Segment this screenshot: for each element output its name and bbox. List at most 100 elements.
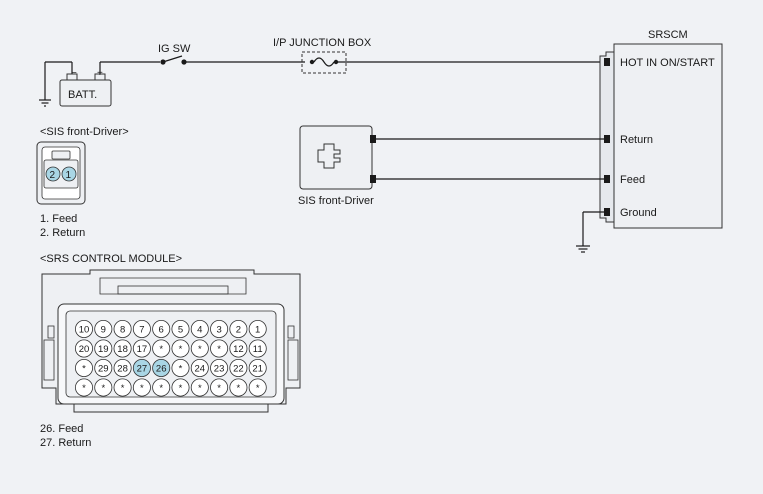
battery-ground-symbol — [39, 62, 51, 107]
srs-pin — [94, 378, 113, 397]
srs-pin — [94, 358, 113, 377]
srs-pin-label: * — [140, 383, 144, 394]
srs-pin-label: 18 — [117, 344, 128, 355]
srs-pin-label: 6 — [159, 325, 164, 336]
srs-pin — [75, 339, 94, 358]
sis-pin-1: 1 — [66, 170, 72, 181]
srs-pin-label: 28 — [117, 364, 128, 375]
srs-pin-label: 27 — [137, 364, 148, 375]
svg-text:+: + — [97, 68, 103, 79]
srs-pin — [210, 378, 229, 397]
srs-pin — [190, 378, 209, 397]
srscm-terminal-ground: Ground — [620, 207, 657, 219]
srs-pin-label: * — [256, 383, 260, 394]
srs-pin — [152, 319, 171, 338]
srs-pin — [229, 339, 248, 358]
srs-pin — [75, 378, 94, 397]
battery-label: BATT. — [68, 89, 97, 101]
srscm-terminal-hot: HOT IN ON/START — [620, 57, 715, 69]
srs-pin-label: 20 — [79, 344, 90, 355]
srs-pin-label: * — [237, 383, 241, 394]
srs-pin — [210, 339, 229, 358]
srs-pin — [171, 378, 190, 397]
srs-pin-label: * — [82, 364, 86, 375]
srs-pin-label: 26 — [156, 364, 167, 375]
srs-pin — [229, 319, 248, 338]
srscm-ground-symbol — [576, 211, 604, 253]
srs-legend-2: 27. Return — [40, 437, 91, 449]
srs-pin-label: 29 — [98, 364, 109, 375]
srscm-module: SRSCM HOT IN ON/START Return Feed Ground — [599, 29, 723, 229]
srs-pin — [94, 339, 113, 358]
srs-pin-label: 5 — [178, 325, 183, 336]
sis-front-driver-sensor: SIS front-Driver — [298, 125, 376, 207]
srs-pin — [248, 319, 267, 338]
srs-pin-label: * — [198, 344, 202, 355]
srs-pin-label: 19 — [98, 344, 109, 355]
srscm-title: SRSCM — [648, 29, 688, 41]
srs-pin-label: * — [198, 383, 202, 394]
srs-pin — [152, 358, 171, 377]
srs-pin — [171, 339, 190, 358]
srs-pin — [171, 358, 190, 377]
srs-pin-label: 3 — [216, 325, 221, 336]
junction-box-fuse: I/P JUNCTION BOX — [273, 37, 372, 74]
srs-pin — [113, 378, 132, 397]
srs-pin — [229, 358, 248, 377]
srscm-terminal-feed: Feed — [620, 174, 645, 186]
srs-pin-label: * — [179, 344, 183, 355]
srs-pin — [75, 319, 94, 338]
srs-pin — [113, 319, 132, 338]
srs-pin-label: 10 — [79, 325, 90, 336]
srs-pin-label: 11 — [253, 344, 263, 355]
sis-sensor-label: SIS front-Driver — [298, 195, 374, 207]
srs-pin — [248, 339, 267, 358]
srs-pin-label: * — [179, 364, 183, 375]
srs-pin — [113, 339, 132, 358]
srs-pin-label: * — [159, 344, 163, 355]
srs-connector-title: <SRS CONTROL MODULE> — [40, 253, 182, 265]
srs-pin — [248, 378, 267, 397]
srs-pin-label: * — [179, 383, 183, 394]
srs-pin-label: * — [159, 383, 163, 394]
srs-pin — [152, 378, 171, 397]
sis-connector: 2 1 — [36, 141, 86, 205]
srs-pin — [210, 358, 229, 377]
srs-pin — [75, 358, 94, 377]
srs-pin-label: 9 — [101, 325, 106, 336]
srs-pin-label: 1 — [255, 325, 260, 336]
junction-box-label: I/P JUNCTION BOX — [273, 37, 372, 49]
srs-pin — [113, 358, 132, 377]
srs-pin — [171, 319, 190, 338]
srs-pin-label: 21 — [252, 364, 263, 375]
sis-legend-1: 1. Feed — [40, 213, 77, 225]
srs-pin-label: * — [121, 383, 125, 394]
srs-pin — [190, 358, 209, 377]
srs-pin-label: * — [101, 383, 105, 394]
srscm-terminal-return: Return — [620, 134, 653, 146]
srs-pin — [132, 319, 151, 338]
srs-pin-label: * — [217, 383, 221, 394]
srs-pin — [94, 319, 113, 338]
sis-connector-title: <SIS front-Driver> — [40, 126, 129, 138]
srs-pin — [229, 378, 248, 397]
srs-pin-label: * — [82, 383, 86, 394]
srs-pin — [132, 378, 151, 397]
sis-pin-2: 2 — [50, 170, 56, 181]
srs-pin-label: 2 — [236, 325, 241, 336]
srs-pin-label: 23 — [214, 364, 225, 375]
srs-pin-label: 4 — [197, 325, 202, 336]
srs-legend-1: 26. Feed — [40, 423, 83, 435]
ig-switch-label: IG SW — [158, 43, 191, 55]
srs-pin-label: 7 — [139, 325, 144, 336]
srs-pin — [152, 339, 171, 358]
srs-pin — [132, 358, 151, 377]
srs-pin-label: 22 — [233, 364, 244, 375]
svg-text:−: − — [71, 68, 77, 79]
srs-pin — [190, 339, 209, 358]
srs-pin — [210, 319, 229, 338]
srs-pin — [132, 339, 151, 358]
srs-pin — [248, 358, 267, 377]
